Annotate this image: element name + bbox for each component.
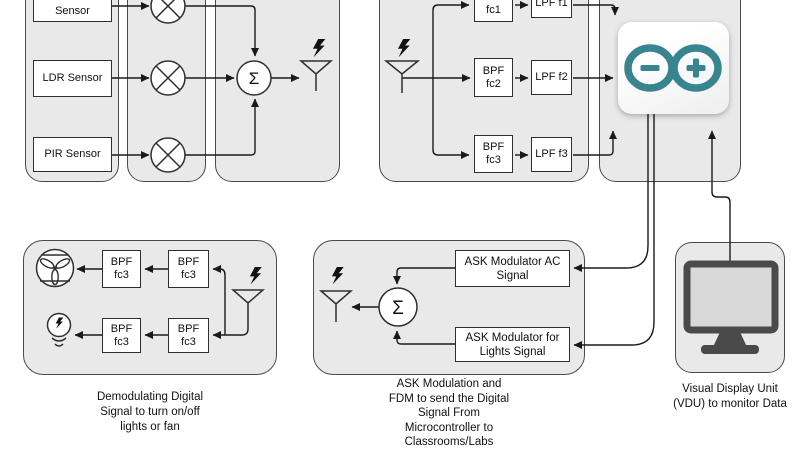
sensor-box: LDR Sensor	[33, 60, 112, 97]
caption-line: lights or fan	[120, 421, 180, 433]
caption-line: Signal From	[418, 407, 480, 419]
arduino-logo	[618, 22, 729, 114]
demodulator-caption: Demodulating Digital Signal to turn on/o…	[50, 390, 250, 435]
sensor-label: PIR Sensor	[44, 148, 101, 160]
plus-icon	[693, 58, 699, 78]
caption-line: FDM to send the Digital	[388, 392, 510, 405]
caption-line: (VDU) to monitor Data	[673, 398, 787, 410]
lpf-box: LPF f1	[531, 0, 572, 18]
sensor-box: PIR Sensor	[33, 137, 112, 172]
arduino-infinity-icon	[624, 44, 722, 92]
caption-line: Signal to turn on/off	[100, 406, 200, 418]
vdu-caption: Visual Display Unit (VDU) to monitor Dat…	[630, 382, 808, 412]
demodulator-container	[23, 240, 277, 375]
fdm-sum-container	[215, 0, 340, 182]
caption-line: ASK Modulation and	[396, 378, 502, 390]
sensor-box: Sensor	[33, 0, 112, 22]
bpf-box: BPFfc1	[474, 0, 513, 22]
minus-icon	[640, 65, 660, 71]
caption-line: Demodulating Digital	[96, 391, 204, 403]
lpf-box: LPF f2	[531, 60, 572, 95]
caption-line: Classrooms/Labs	[404, 436, 494, 448]
vdu-container	[675, 242, 785, 373]
sensor-label: Sensor	[55, 5, 90, 17]
sensor-label: LDR Sensor	[42, 72, 103, 84]
mixers-container	[127, 0, 206, 182]
caption-line: Microcontroller to	[404, 421, 494, 434]
ask-caption: ASK Modulation and FDM to send the Digit…	[349, 377, 549, 450]
lpf-box: LPF f3	[531, 137, 572, 172]
caption-line: Visual Display Unit	[682, 383, 778, 395]
